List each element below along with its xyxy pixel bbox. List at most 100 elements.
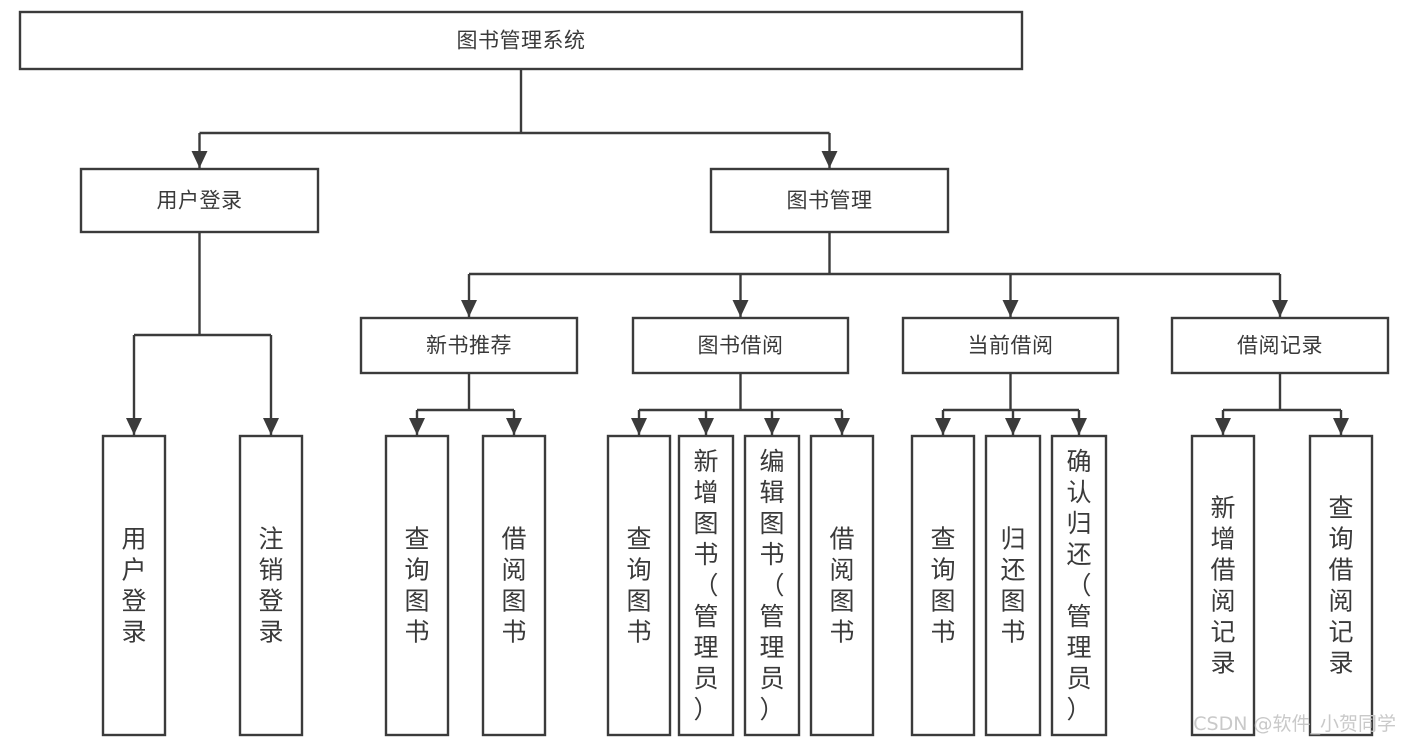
node-label-leaf-edit-book-char: 辑 xyxy=(759,478,784,507)
node-borrow-record[interactable]: 借阅记录 xyxy=(1170,316,1390,375)
arrow-head-icon xyxy=(1071,418,1087,435)
arrow-head-icon xyxy=(126,418,142,435)
node-box-new-book-recommend xyxy=(359,316,579,375)
node-label-leaf-add-book-char: 图 xyxy=(693,509,718,538)
node-label-leaf-query-book-rec-char: 询 xyxy=(404,556,429,585)
node-user-login[interactable]: 用户登录 xyxy=(79,167,320,234)
node-label-leaf-logout-char: 登 xyxy=(258,587,283,616)
node-label-borrow-record: 借阅记录 xyxy=(1237,334,1323,358)
node-box-leaf-query-book-borrow xyxy=(606,434,672,737)
node-label-leaf-add-record-char: 记 xyxy=(1210,618,1235,647)
arrow-head-icon xyxy=(1002,300,1019,317)
node-label-leaf-return-book-char: 书 xyxy=(1000,618,1025,647)
node-box-user-login xyxy=(79,167,320,234)
node-box-book-borrow xyxy=(631,316,850,375)
node-box-leaf-return-book xyxy=(984,434,1042,737)
node-label-leaf-borrow-book-rec-char: 书 xyxy=(501,618,526,647)
node-label-root: 图书管理系统 xyxy=(457,29,586,53)
node-box-leaf-edit-book xyxy=(743,434,801,737)
node-label-leaf-add-book-char: （ xyxy=(693,571,718,600)
node-label-new-book-recommend: 新书推荐 xyxy=(426,334,512,358)
node-label-leaf-confirm-return-char: （ xyxy=(1066,571,1091,600)
node-label-leaf-add-book-char: 书 xyxy=(693,540,718,569)
node-label-leaf-borrow-book-char: 阅 xyxy=(829,556,854,585)
arrow-head-icon xyxy=(631,418,647,435)
arrow-head-icon xyxy=(1005,418,1021,435)
node-leaf-user-login[interactable]: 用户登录 xyxy=(101,434,167,737)
node-label-leaf-query-record-char: 阅 xyxy=(1328,587,1353,616)
arrow-head-icon xyxy=(461,300,477,317)
node-label-leaf-borrow-book-rec-char: 阅 xyxy=(501,556,526,585)
node-box-leaf-add-record xyxy=(1190,434,1256,737)
node-label-leaf-return-book-char: 图 xyxy=(1000,587,1025,616)
node-label-leaf-logout-char: 销 xyxy=(258,556,283,585)
node-label-leaf-query-book-borrow-char: 查 xyxy=(626,525,651,554)
node-label-leaf-add-book-char: 管 xyxy=(693,602,718,631)
node-label-leaf-user-login-char: 户 xyxy=(121,556,146,585)
node-root[interactable]: 图书管理系统 xyxy=(18,10,1024,71)
node-layer: 图书管理系统用户登录图书管理新书推荐图书借阅当前借阅借阅记录用户登录注销登录查询… xyxy=(18,10,1390,737)
node-label-leaf-edit-book-char: （ xyxy=(759,571,784,600)
node-label-leaf-query-book-borrow-char: 图 xyxy=(626,587,651,616)
node-current-borrow[interactable]: 当前借阅 xyxy=(901,316,1120,375)
node-book-borrow[interactable]: 图书借阅 xyxy=(631,316,850,375)
node-label-leaf-edit-book-char: 管 xyxy=(759,602,784,631)
node-label-leaf-return-book-char: 归 xyxy=(1000,525,1025,554)
node-label-leaf-query-record-char: 借 xyxy=(1328,556,1353,585)
node-box-borrow-record xyxy=(1170,316,1390,375)
node-label-leaf-query-book-cur-char: 图 xyxy=(930,587,955,616)
node-label-leaf-query-book-rec-char: 书 xyxy=(404,618,429,647)
node-box-leaf-confirm-return xyxy=(1050,434,1108,737)
node-box-leaf-add-book xyxy=(677,434,735,737)
node-label-leaf-add-book-char: 新 xyxy=(693,447,718,476)
node-label-leaf-user-login-char: 用 xyxy=(121,525,146,554)
node-label-leaf-query-record-char: 查 xyxy=(1328,494,1353,523)
node-label-leaf-borrow-book-rec-char: 图 xyxy=(501,587,526,616)
arrow-head-icon xyxy=(191,151,208,168)
node-label-leaf-confirm-return-char: 员 xyxy=(1066,664,1091,693)
node-label-leaf-add-book-char: 增 xyxy=(693,478,718,507)
node-box-book-manage xyxy=(709,167,950,234)
node-label-leaf-query-book-rec-char: 查 xyxy=(404,525,429,554)
node-label-leaf-query-book-cur-char: 询 xyxy=(930,556,955,585)
connector-layer xyxy=(126,69,1349,435)
node-label-leaf-confirm-return-char: ） xyxy=(1066,695,1091,724)
node-box-leaf-query-record xyxy=(1308,434,1374,737)
node-label-leaf-borrow-book-char: 借 xyxy=(829,525,854,554)
node-label-leaf-user-login-char: 登 xyxy=(121,587,146,616)
node-label-leaf-borrow-book-char: 图 xyxy=(829,587,854,616)
arrow-head-icon xyxy=(935,418,951,435)
node-label-leaf-add-record-char: 新 xyxy=(1210,494,1235,523)
node-box-leaf-logout xyxy=(238,434,304,737)
node-label-leaf-add-record-char: 增 xyxy=(1210,525,1235,554)
node-new-book-recommend[interactable]: 新书推荐 xyxy=(359,316,579,375)
arrow-head-icon xyxy=(834,418,850,435)
node-label-leaf-add-book-char: ） xyxy=(693,695,718,724)
node-label-leaf-edit-book-char: 图 xyxy=(759,509,784,538)
arrow-head-icon xyxy=(732,300,749,317)
node-label-leaf-query-record-char: 记 xyxy=(1328,618,1353,647)
node-book-manage[interactable]: 图书管理 xyxy=(709,167,950,234)
node-label-leaf-query-record-char: 录 xyxy=(1328,649,1353,678)
node-label-leaf-query-book-cur-char: 查 xyxy=(930,525,955,554)
node-label-leaf-add-record-char: 阅 xyxy=(1210,587,1235,616)
node-box-leaf-query-book-cur xyxy=(910,434,976,737)
node-label-leaf-user-login-char: 录 xyxy=(121,618,146,647)
node-label-leaf-add-record-char: 录 xyxy=(1210,649,1235,678)
node-box-leaf-borrow-book xyxy=(809,434,875,737)
node-label-leaf-confirm-return-char: 理 xyxy=(1066,633,1091,662)
